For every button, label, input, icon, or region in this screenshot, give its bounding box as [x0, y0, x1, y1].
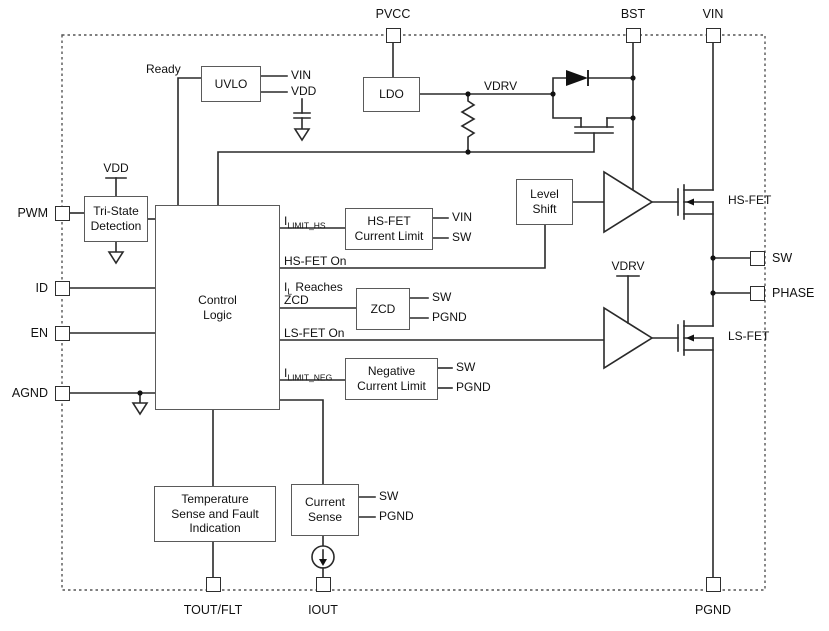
net-label-ready: Ready — [146, 62, 181, 76]
net-label-il-reaches-zcd: ZCD — [284, 293, 309, 307]
block-zcd: ZCD — [356, 288, 410, 330]
wires — [69, 42, 751, 578]
pin-sw — [750, 251, 765, 266]
block-hs-current-limit: HS-FET Current Limit — [345, 208, 433, 250]
net-label-il-reaches: IL Reaches — [284, 280, 343, 297]
current-source-arrowhead — [319, 559, 327, 566]
net-label-vdrv: VDRV — [484, 79, 518, 93]
pin-tout-flt — [206, 577, 221, 592]
pin-label-vin: VIN — [702, 7, 724, 21]
net-label-hslimit-vin: VIN — [452, 210, 473, 224]
ground-symbol — [107, 251, 125, 265]
block-level-shift: Level Shift — [516, 179, 573, 225]
net-label-neg-sw: SW — [456, 360, 476, 374]
block-current-sense: Current Sense — [291, 484, 359, 536]
net-label-ilimit-hs: ILIMIT_HS — [284, 214, 326, 231]
pin-pwm — [55, 206, 70, 221]
pin-bst — [626, 28, 641, 43]
hs-fet-body-arrow — [686, 198, 694, 206]
pin-pgnd — [706, 577, 721, 592]
pin-label-sw: SW — [772, 251, 793, 265]
hs-driver-triangle — [603, 170, 654, 234]
pin-label-phase: PHASE — [772, 286, 815, 300]
ls-fet-symbol — [677, 320, 714, 356]
pin-vin — [706, 28, 721, 43]
net-label-zcd-pgnd: PGND — [432, 310, 467, 324]
block-temp-sense-fault: Temperature Sense and Fault Indication — [154, 486, 276, 542]
ls-fet-body-arrow — [686, 334, 694, 342]
pin-iout — [316, 577, 331, 592]
block-uvlo: UVLO — [201, 66, 261, 102]
net-label-hsfet-on: HS-FET On — [284, 254, 347, 268]
wire-hsfet-on — [279, 224, 546, 269]
pin-en — [55, 326, 70, 341]
block-tristate-detection: Tri-State Detection — [84, 196, 148, 242]
capacitor — [293, 98, 311, 130]
pin-label-pwm: PWM — [17, 206, 48, 220]
junction-dot — [550, 91, 556, 97]
pin-label-pvcc: PVCC — [375, 7, 411, 21]
wire-vdrv-diode — [552, 77, 567, 95]
block-negative-current-limit: Negative Current Limit — [345, 358, 438, 400]
wire-control-cs — [279, 399, 324, 485]
block-control-logic: Control Logic — [155, 205, 280, 410]
net-label-uvlo-vdd: VDD — [291, 84, 317, 98]
pin-label-en: EN — [30, 326, 48, 340]
label-hs-fet: HS-FET — [728, 193, 772, 207]
resistor — [460, 93, 476, 153]
junction-dot — [710, 290, 716, 296]
ground-symbol — [131, 402, 149, 416]
net-label-tristate-vdd: VDD — [103, 161, 129, 175]
net-label-hslimit-sw: SW — [452, 230, 472, 244]
net-label-neg-pgnd: PGND — [456, 380, 491, 394]
pin-label-tout-flt: TOUT/FLT — [183, 603, 243, 617]
net-label-vdrv-driver: VDRV — [611, 259, 645, 273]
junction-dot — [630, 115, 636, 121]
net-label-cs-pgnd: PGND — [379, 509, 414, 523]
junction-dot — [137, 390, 143, 396]
pin-label-agnd: AGND — [11, 386, 48, 400]
wire-ready — [177, 77, 202, 206]
pin-phase — [750, 286, 765, 301]
wire-bootgate — [217, 132, 595, 206]
net-label-zcd-sw: SW — [432, 290, 452, 304]
junction-dot — [630, 75, 636, 81]
net-label-uvlo-vin: VIN — [291, 68, 312, 82]
bootstrap-fet-symbol — [574, 117, 614, 134]
hs-fet-symbol — [677, 184, 714, 220]
chip-boundary — [61, 34, 766, 591]
pin-label-iout: IOUT — [308, 603, 338, 617]
filled-symbols — [137, 70, 716, 566]
junction-dot — [710, 255, 716, 261]
pin-id — [55, 281, 70, 296]
junction-dot — [465, 149, 471, 155]
ground-symbol — [293, 128, 311, 142]
net-label-ilimit-neg: ILIMIT_NEG — [284, 366, 333, 383]
junction-dot — [465, 91, 471, 97]
net-label-cs-sw: SW — [379, 489, 399, 503]
pin-pvcc — [386, 28, 401, 43]
pin-agnd — [55, 386, 70, 401]
label-ls-fet: LS-FET — [728, 329, 770, 343]
pin-label-id: ID — [35, 281, 49, 295]
wire-vdrv-bootfet — [552, 93, 582, 119]
pin-label-bst: BST — [620, 7, 646, 21]
net-label-lsfet-on: LS-FET On — [284, 326, 345, 340]
block-ldo: LDO — [363, 77, 420, 112]
bootstrap-diode — [566, 70, 588, 86]
pin-label-pgnd: PGND — [694, 603, 732, 617]
